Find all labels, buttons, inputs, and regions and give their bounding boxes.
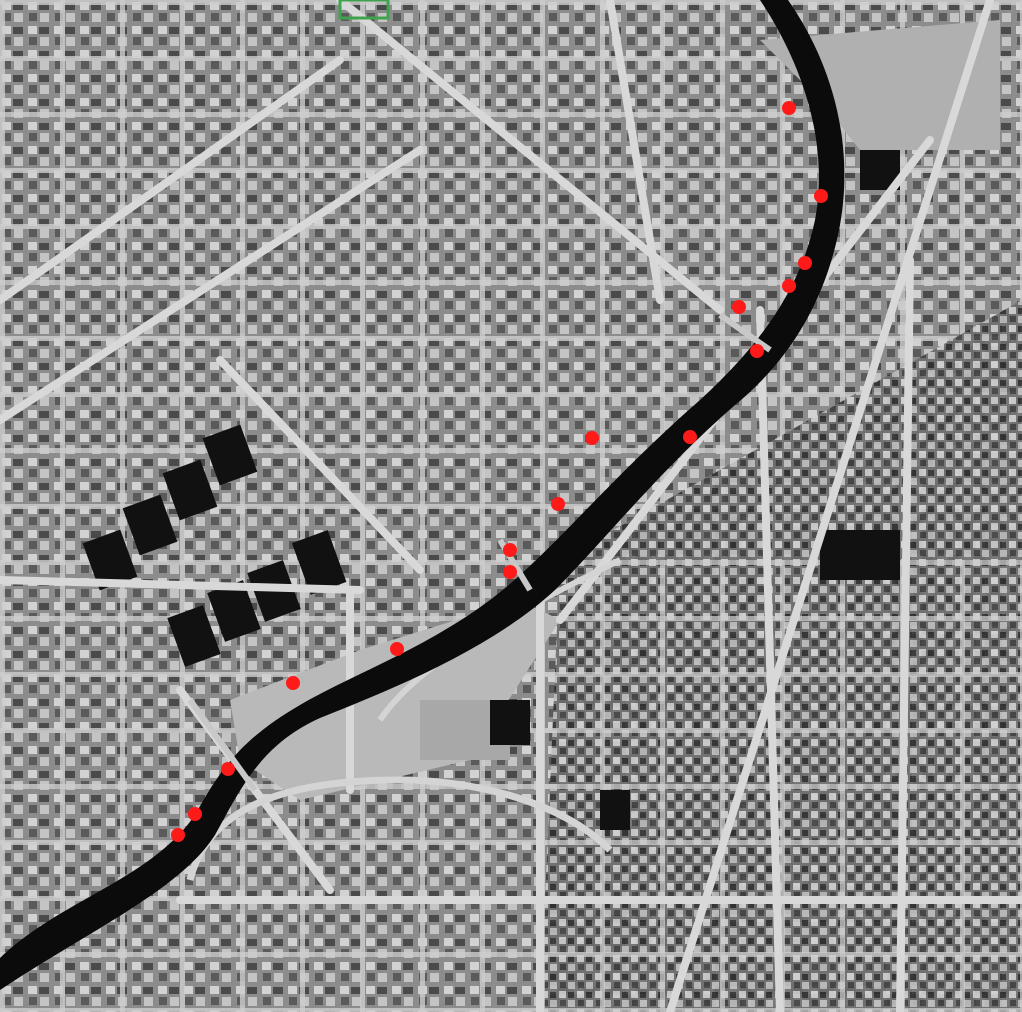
sample-point-marker	[503, 543, 517, 557]
sample-point-marker	[585, 431, 599, 445]
sample-point-marker	[390, 642, 404, 656]
sample-point-marker	[683, 430, 697, 444]
sample-point-marker	[188, 807, 202, 821]
sample-point-marker	[798, 256, 812, 270]
sample-point-marker	[782, 101, 796, 115]
sample-point-marker	[732, 300, 746, 314]
sample-point-marker	[814, 189, 828, 203]
sample-point-marker	[782, 279, 796, 293]
corner-marker	[338, 0, 390, 20]
sample-point-marker	[750, 344, 764, 358]
marker-layer	[171, 101, 828, 842]
sample-point-marker	[286, 676, 300, 690]
sample-point-marker	[221, 762, 235, 776]
sample-point-marker	[551, 497, 565, 511]
sample-point-marker	[503, 565, 517, 579]
sample-point-marker	[171, 828, 185, 842]
